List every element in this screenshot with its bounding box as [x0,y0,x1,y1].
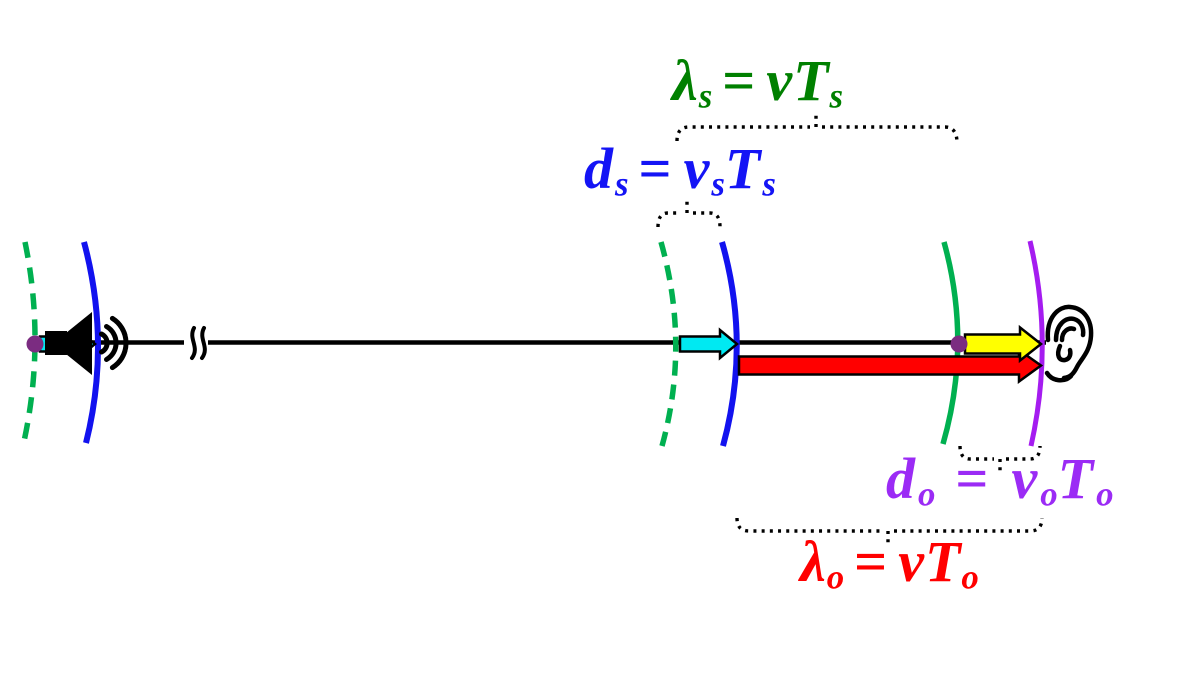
lambda-s-lhs-sub: s [698,76,713,116]
ear-icon [1044,304,1094,383]
d-o-rhs1: v [1011,446,1041,511]
d-s-rhs2: T [724,136,763,201]
d-s-lhs-sub: s [615,164,629,204]
lambda-o-lhs-sub: o [826,557,845,597]
d-s-rhs2-sub: s [762,164,776,204]
equation-lambda-s: λs=vTs [672,52,843,114]
wavefront-arc-blue-left [81,241,102,444]
brace-d-o [958,445,1042,472]
equation-d-s: ds=vsTs [584,140,776,202]
speaker-magnet [45,331,67,355]
brace-d-s [656,197,722,228]
ear-inner-helix [1059,326,1077,343]
lambda-s-lhs: λ [672,48,699,113]
lambda-o-lhs: λ [800,529,827,594]
sound-waves-icon [99,315,129,371]
lambda-s-rhs-sub: s [829,76,844,116]
brace-lambda-o [735,517,1044,546]
lambda-o-equals: = [854,529,889,594]
break-slash-2 [200,326,207,360]
d-o-equals: = [955,446,992,511]
lambda-s-equals: = [722,48,757,113]
sound-wave-1 [99,331,110,355]
lambda-s-rhs: vT [766,48,830,113]
sound-wave-2 [104,324,119,362]
speaker-icon [45,312,92,375]
lambda-o-rhs-sub: o [961,557,979,597]
sound-wave-3 [109,315,129,371]
d-o-lhs-sub: o [918,474,936,514]
d-s-equals: = [638,136,674,201]
ear-middle-helix [1053,316,1086,343]
speaker-cone [66,312,92,375]
d-s-rhs1-sub: s [711,164,725,204]
source-displacement-arrow-middle-cyan [678,327,739,361]
lambda-o-rhs: vT [898,529,962,594]
ear-concha [1055,343,1073,363]
equation-d-o: do=voTo [886,450,1113,512]
observer-displacement-arrow-yellow [963,324,1044,364]
wavefront-arc-purple-right [1027,240,1045,447]
brace-lambda-s [675,112,959,144]
ear-lobe [1044,370,1074,383]
d-s-rhs1: v [683,136,712,201]
d-o-lhs: d [886,446,918,511]
break-slash-1 [190,326,197,360]
d-s-lhs: d [584,136,615,201]
d-o-rhs1-sub: o [1040,474,1058,514]
observer-start-dot-right [950,335,968,353]
line-break-icon [184,326,208,360]
d-o-rhs2-sub: o [1096,474,1114,514]
emission-point-dot-left [26,335,44,353]
ear-outer-helix [1045,304,1094,381]
equation-lambda-o: λo=vTo [800,533,979,595]
wavefront-arc-green-dashed-middle [658,241,679,447]
d-o-rhs2: T [1057,446,1097,511]
